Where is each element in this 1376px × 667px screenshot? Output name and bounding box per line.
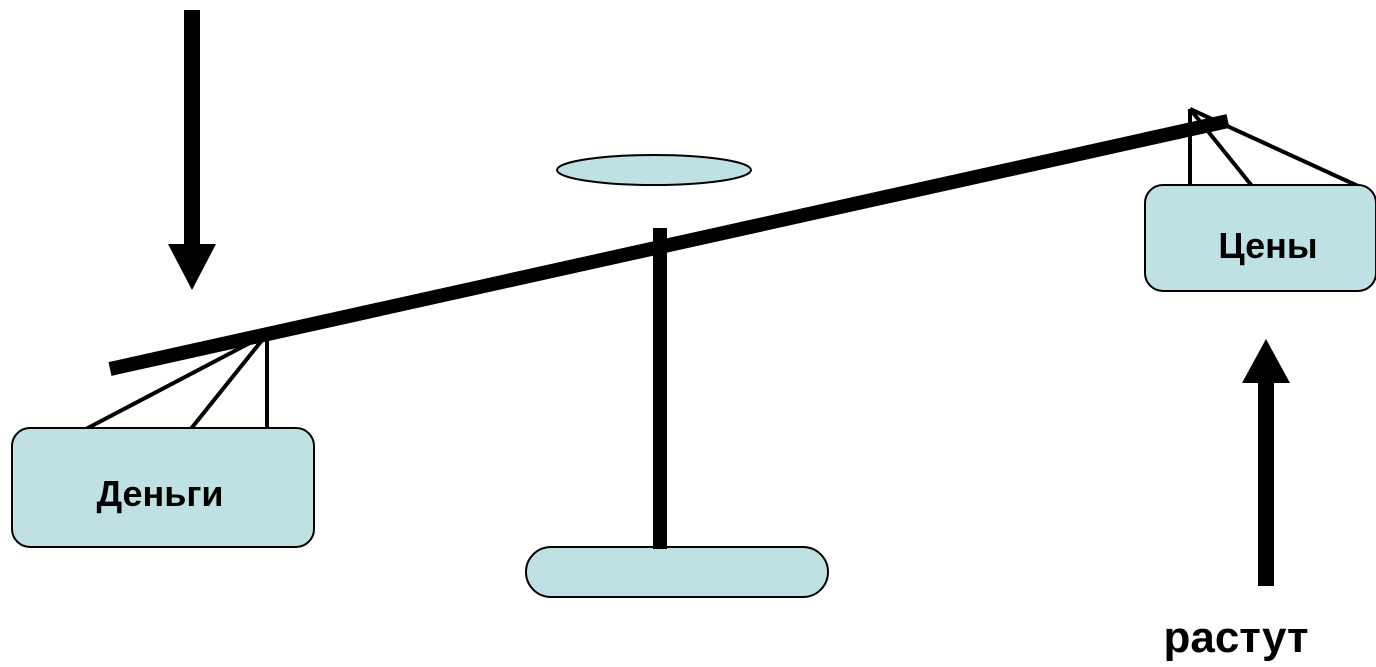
right-pan-label: Цены (1218, 225, 1317, 266)
left-pan-label: Деньги (96, 473, 223, 514)
scale-base (526, 547, 828, 597)
right-pan: Цены (1145, 185, 1376, 291)
left-pan: Деньги (12, 428, 314, 547)
down-arrow-icon (168, 10, 216, 290)
right-pan-strings (1190, 109, 1358, 186)
pivot-cap-oval (557, 155, 751, 185)
right-arrow-caption: растут (1163, 613, 1308, 662)
up-arrow-icon (1242, 339, 1290, 586)
